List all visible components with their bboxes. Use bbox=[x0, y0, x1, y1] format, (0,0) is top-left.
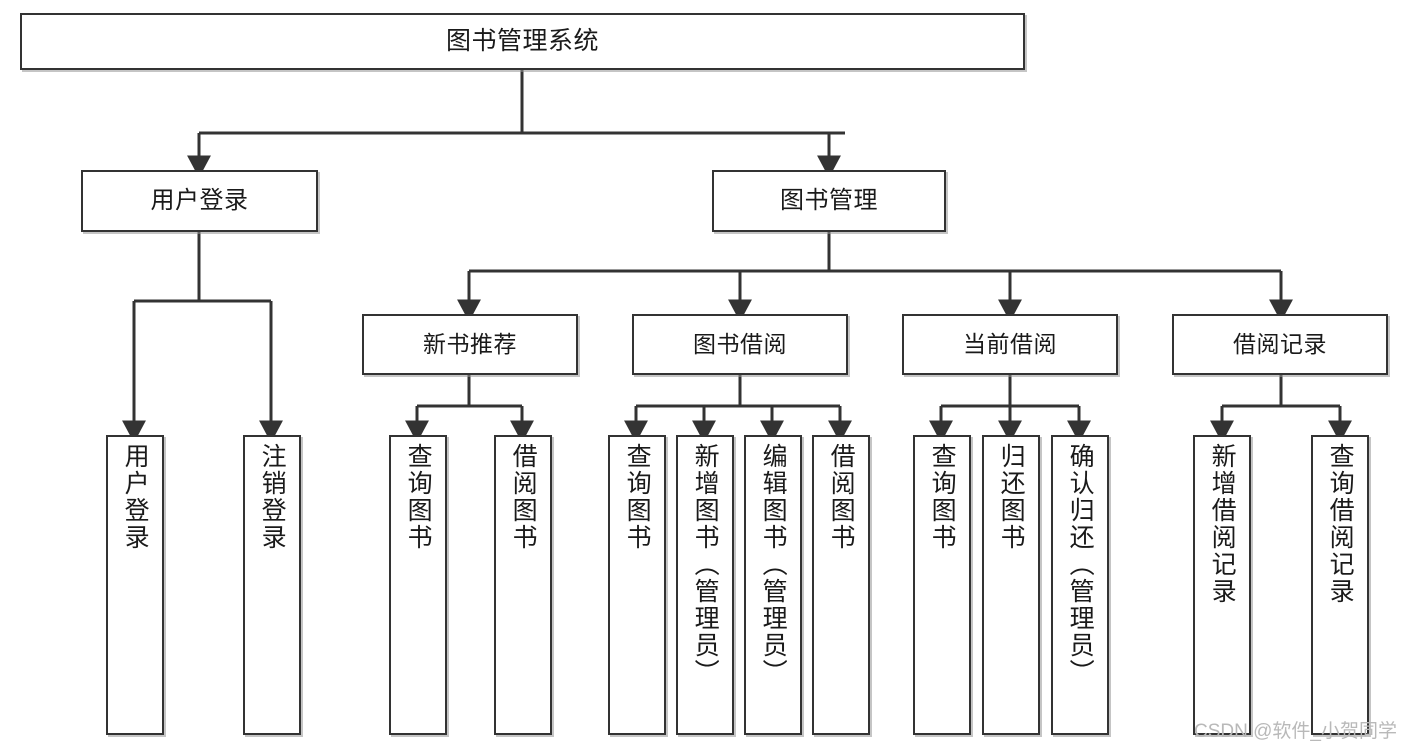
node-leaf-query-book-1[interactable]: 查询图书 bbox=[389, 435, 447, 735]
node-book-borrow[interactable]: 图书借阅 bbox=[632, 314, 848, 375]
node-leaf-user-login[interactable]: 用户登录 bbox=[106, 435, 164, 735]
node-leaf-borrow-book-1[interactable]: 借阅图书 bbox=[494, 435, 552, 735]
node-label-leaf-return-book: 归还图书 bbox=[997, 443, 1026, 551]
node-label-leaf-edit-book: 编辑图书（管理员） bbox=[759, 443, 788, 686]
node-leaf-query-record[interactable]: 查询借阅记录 bbox=[1311, 435, 1369, 735]
node-label-leaf-user-logout: 注销登录 bbox=[258, 443, 287, 551]
node-leaf-edit-book[interactable]: 编辑图书（管理员） bbox=[744, 435, 802, 735]
node-leaf-user-logout[interactable]: 注销登录 bbox=[243, 435, 301, 735]
node-label-leaf-borrow-book-1: 借阅图书 bbox=[509, 443, 538, 551]
node-label-book-borrow: 图书借阅 bbox=[693, 330, 787, 357]
node-current-borrow[interactable]: 当前借阅 bbox=[902, 314, 1118, 375]
node-label-borrow-record: 借阅记录 bbox=[1233, 330, 1327, 357]
node-leaf-query-book-2[interactable]: 查询图书 bbox=[608, 435, 666, 735]
node-label-leaf-add-record: 新增借阅记录 bbox=[1208, 443, 1237, 605]
node-leaf-add-book[interactable]: 新增图书（管理员） bbox=[676, 435, 734, 735]
node-leaf-query-book-3[interactable]: 查询图书 bbox=[913, 435, 971, 735]
node-label-leaf-query-book-1: 查询图书 bbox=[404, 443, 433, 551]
node-label-leaf-query-book-3: 查询图书 bbox=[928, 443, 957, 551]
node-leaf-add-record[interactable]: 新增借阅记录 bbox=[1193, 435, 1251, 735]
node-label-leaf-query-record: 查询借阅记录 bbox=[1326, 443, 1355, 605]
node-book-management[interactable]: 图书管理 bbox=[712, 170, 946, 232]
node-label-root: 图书管理系统 bbox=[445, 26, 599, 55]
node-leaf-return-book[interactable]: 归还图书 bbox=[982, 435, 1040, 735]
node-borrow-record[interactable]: 借阅记录 bbox=[1172, 314, 1388, 375]
node-label-leaf-query-book-2: 查询图书 bbox=[623, 443, 652, 551]
node-user-login[interactable]: 用户登录 bbox=[81, 170, 318, 232]
node-label-leaf-confirm-return: 确认归还（管理员） bbox=[1066, 443, 1095, 686]
node-label-leaf-borrow-book-2: 借阅图书 bbox=[827, 443, 856, 551]
node-label-new-book-recommend: 新书推荐 bbox=[423, 330, 517, 357]
node-leaf-confirm-return[interactable]: 确认归还（管理员） bbox=[1051, 435, 1109, 735]
node-label-leaf-add-book: 新增图书（管理员） bbox=[691, 443, 720, 686]
node-label-user-login: 用户登录 bbox=[150, 186, 249, 214]
node-label-book-management: 图书管理 bbox=[780, 186, 878, 214]
node-label-leaf-user-login: 用户登录 bbox=[121, 443, 150, 551]
node-book-management-system[interactable]: 图书管理系统 bbox=[20, 13, 1025, 70]
node-label-current-borrow: 当前借阅 bbox=[963, 330, 1057, 357]
node-leaf-borrow-book-2[interactable]: 借阅图书 bbox=[812, 435, 870, 735]
node-new-book-recommend[interactable]: 新书推荐 bbox=[362, 314, 578, 375]
csdn-watermark: CSDN @软件_小贺同学 bbox=[1194, 721, 1397, 742]
